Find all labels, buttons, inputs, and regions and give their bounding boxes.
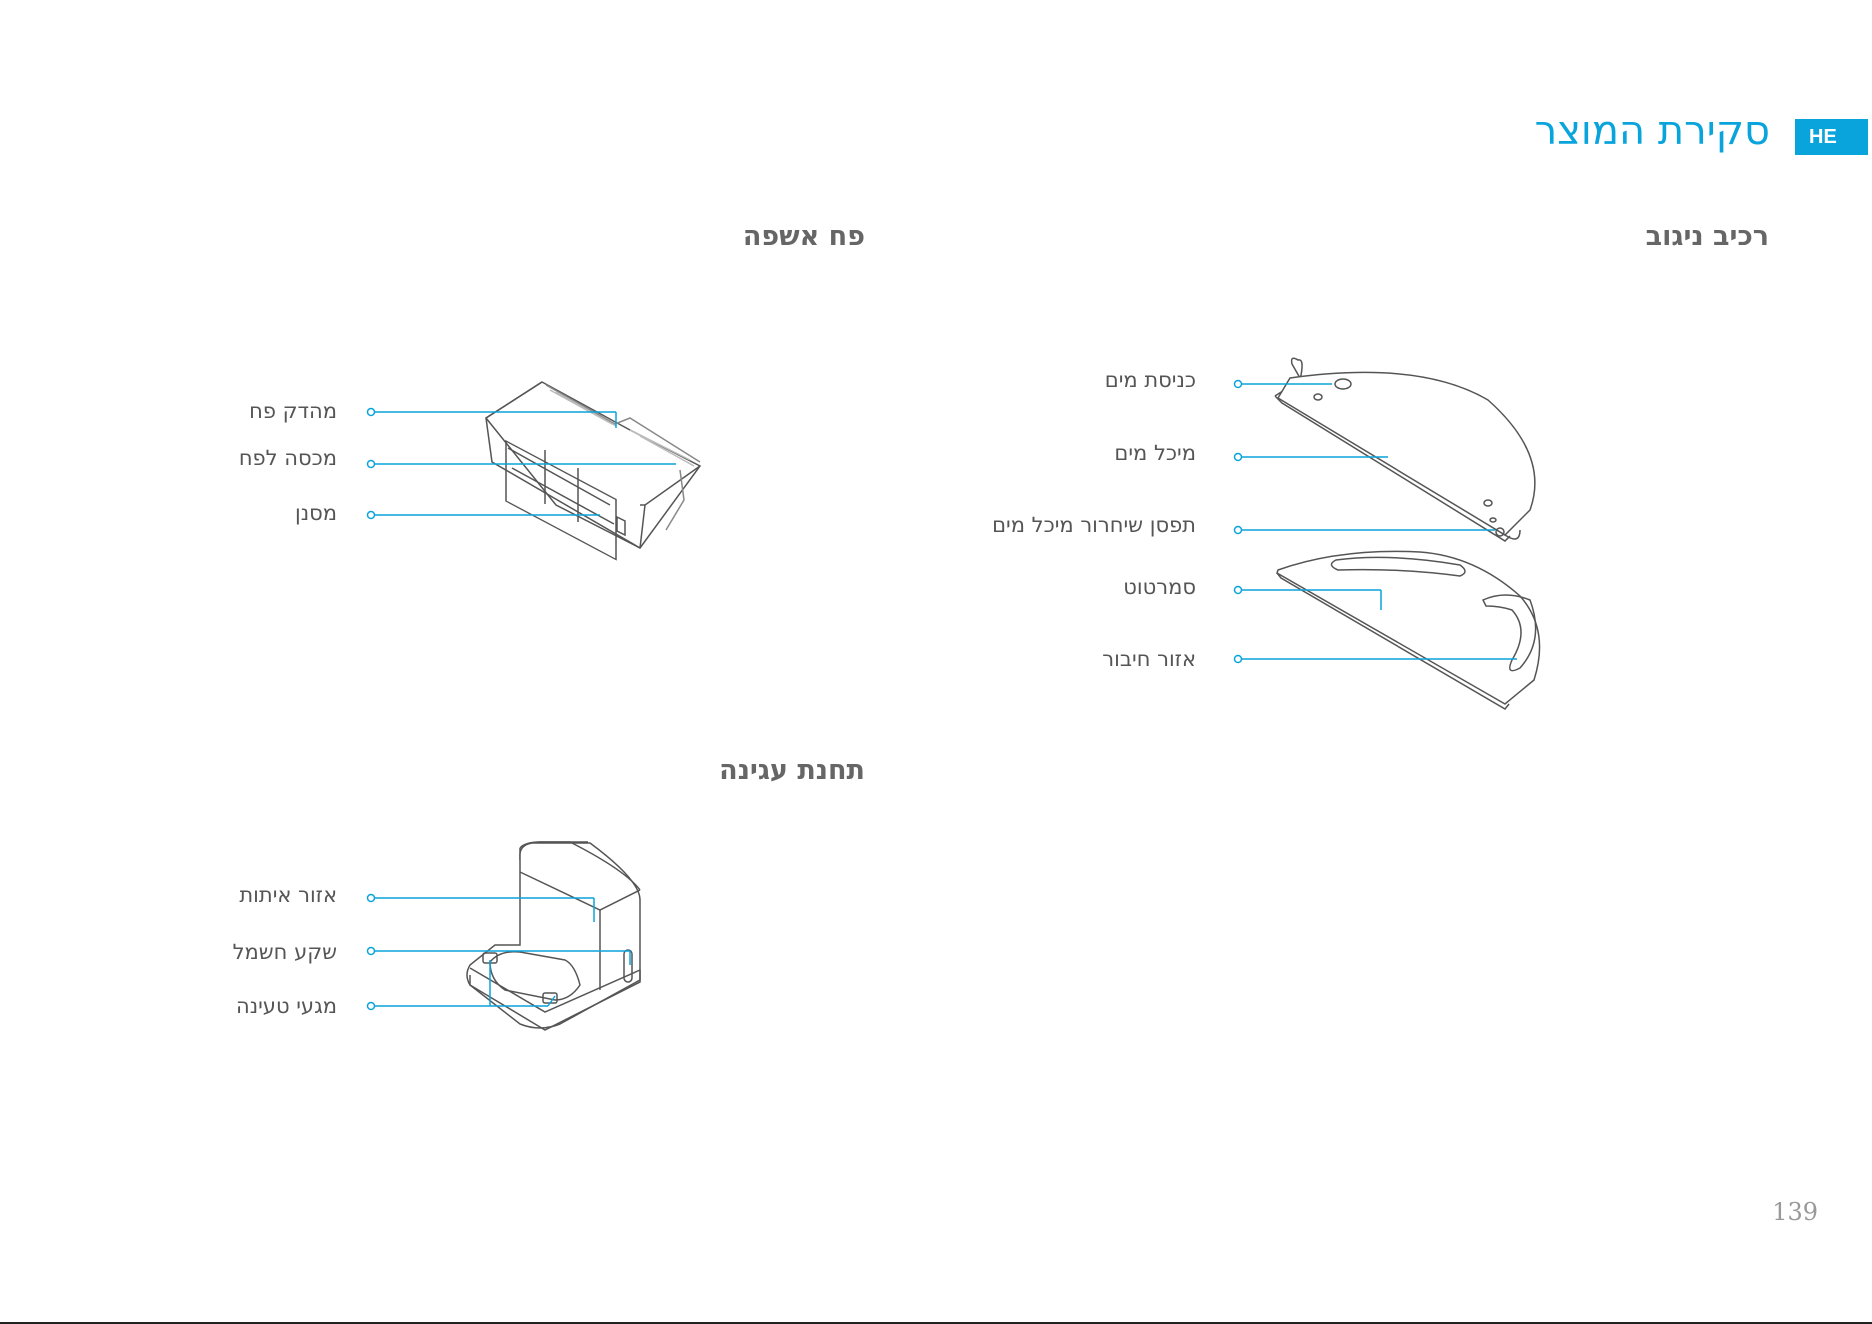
dock-illustration <box>467 842 640 1030</box>
water-tank-illustration <box>1275 358 1535 541</box>
mop-cloth-illustration <box>1277 551 1540 709</box>
page-number: 139 <box>1772 1198 1818 1226</box>
dustbin-illustration <box>486 382 700 560</box>
